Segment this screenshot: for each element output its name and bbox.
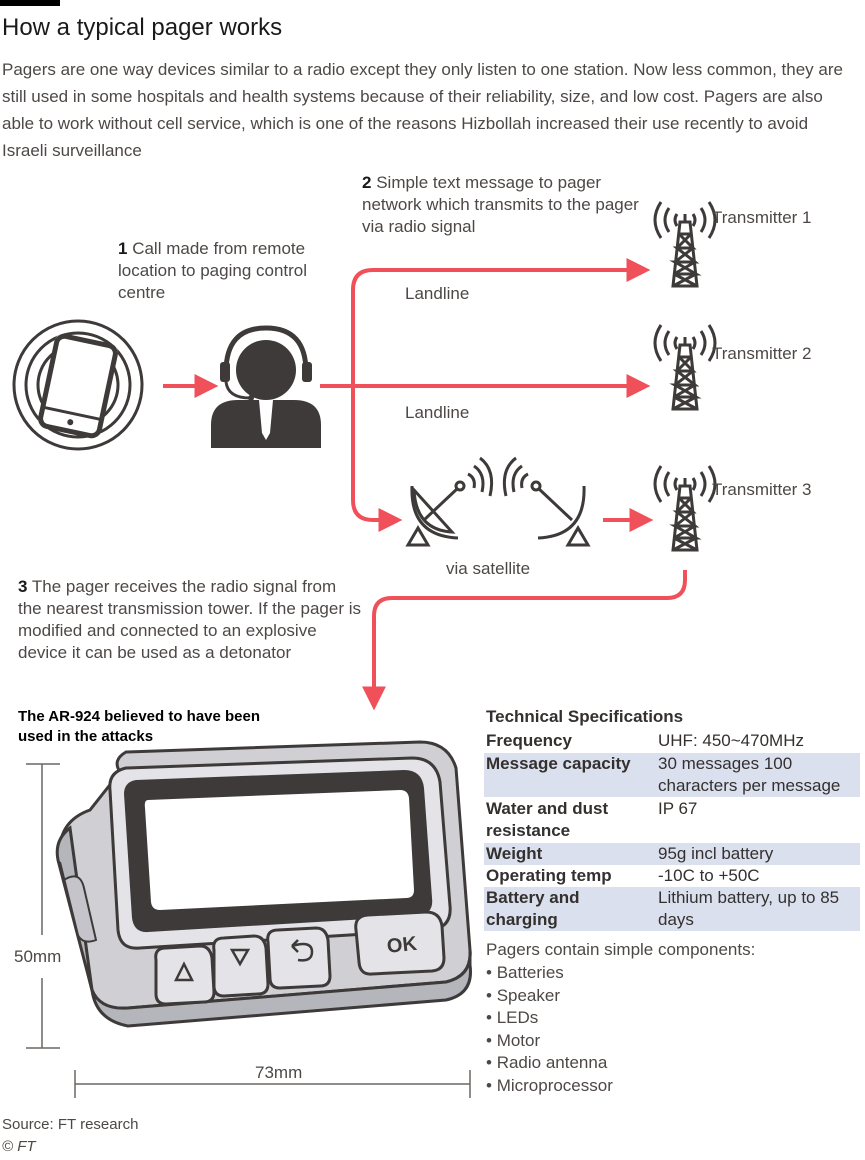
step-2-text: 2 Simple text message to pager network w… (362, 173, 639, 236)
intro-text: Pagers are one way devices similar to a … (2, 60, 843, 160)
spec-key: Message capacity (486, 754, 631, 773)
spec-value: Lithium battery, up to 85 days (658, 888, 840, 929)
top-rule (0, 0, 60, 6)
source-note: Source: FT research (2, 1116, 139, 1133)
tower-icon-1 (653, 201, 717, 288)
page-title: How a typical pager works (2, 14, 283, 41)
components-intro: Pagers contain simple components: (486, 940, 756, 959)
spec-key: Water and dust resistance (486, 799, 609, 840)
spec-key: Operating temp (486, 866, 612, 885)
step-1-text: 1 Call made from remote location to pagi… (118, 239, 308, 302)
pager-device-icon: OK (55, 740, 472, 1028)
spec-row-message-capacity: Message capacity 30 messages 100 charact… (484, 753, 860, 797)
arrow-to-pager (362, 570, 687, 711)
spec-row-water-dust: Water and dust resistance IP 67 (484, 798, 860, 842)
satellite-label: via satellite (446, 559, 531, 578)
tower-icon-3 (653, 465, 717, 552)
height-dimension (26, 763, 60, 1049)
spec-value: UHF: 450~470MHz (658, 731, 804, 750)
width-label: 73mm (255, 1063, 303, 1082)
phone-icon (12, 319, 144, 451)
spec-row-frequency: Frequency UHF: 450~470MHz (484, 730, 860, 752)
spec-value: 95g incl battery (658, 844, 774, 863)
specs-title: Technical Specifications (486, 707, 684, 726)
arrow-to-satellite (351, 384, 403, 532)
spec-key: Frequency (486, 731, 572, 750)
pager-model-note: The AR-924 believed to have been used in… (18, 708, 261, 745)
spec-value: 30 messages 100 characters per message (658, 754, 841, 795)
transmitter-3-label: Transmitter 3 (712, 480, 812, 499)
list-item: Batteries (486, 962, 613, 985)
transmitter-1-label: Transmitter 1 (712, 208, 812, 227)
list-item: Microprocessor (486, 1075, 613, 1098)
arrow-to-transmitter-1 (351, 258, 651, 388)
transmitter-2-label: Transmitter 2 (712, 344, 812, 363)
width-dimension (74, 1070, 471, 1098)
list-item: Speaker (486, 985, 613, 1008)
landline-label-1: Landline (405, 284, 470, 303)
landline-label-2: Landline (405, 403, 470, 422)
ok-button-label: OK (386, 933, 419, 958)
spec-key: Battery and charging (486, 888, 580, 929)
spec-row-weight: Weight 95g incl battery (484, 843, 860, 865)
satellite-dish-icon-2 (502, 456, 591, 547)
list-item: Motor (486, 1030, 613, 1053)
tower-icon-2 (653, 324, 717, 411)
signal-arrows (163, 258, 687, 711)
components-list: Batteries Speaker LEDs Motor Radio anten… (486, 962, 613, 1097)
copyright: © FT (2, 1138, 36, 1155)
list-item: LEDs (486, 1007, 613, 1030)
spec-key: Weight (486, 844, 543, 863)
step-3-text: 3 The pager receives the radio signal fr… (18, 577, 362, 662)
satellite-dish-icon-1 (405, 456, 494, 547)
operator-icon (211, 325, 321, 448)
list-item: Radio antenna (486, 1052, 613, 1075)
height-label: 50mm (14, 947, 62, 966)
spec-row-battery: Battery and charging Lithium battery, up… (484, 887, 860, 931)
spec-row-operating-temp: Operating temp -10C to +50C (484, 865, 860, 887)
spec-value: IP 67 (658, 799, 698, 818)
spec-value: -10C to +50C (658, 866, 760, 885)
